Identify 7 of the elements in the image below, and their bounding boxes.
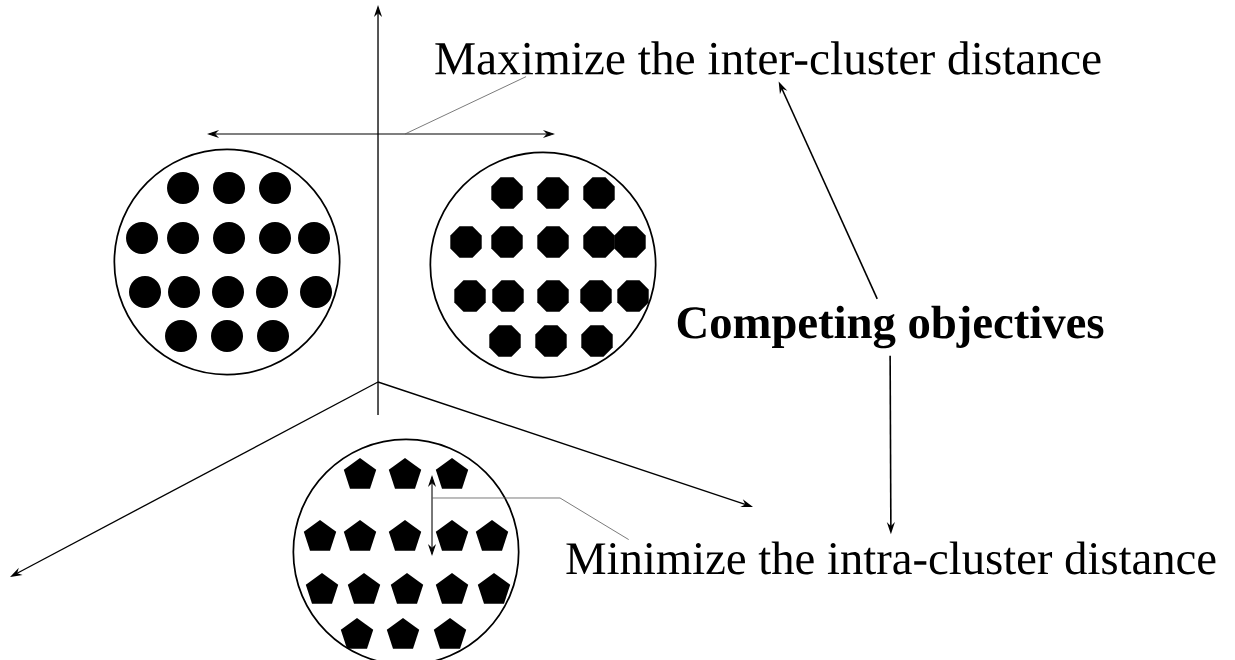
leader-line	[431, 497, 630, 540]
heading-label: Competing objectives	[677, 305, 1104, 349]
leader-line	[404, 76, 527, 135]
cluster-circle	[113, 148, 341, 376]
cluster-circle	[429, 151, 657, 379]
objective-label: Maximize the inter-cluster distance	[435, 41, 1101, 75]
objective-label: Minimize the intra-cluster distance	[566, 541, 1216, 575]
